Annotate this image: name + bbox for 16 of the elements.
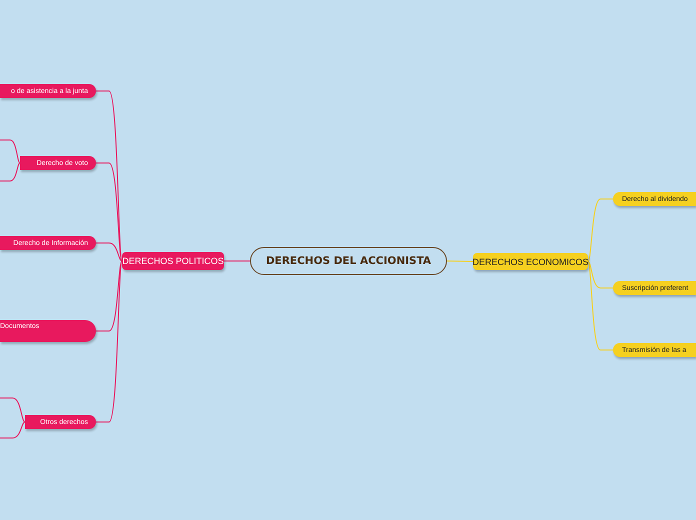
central-topic: DERECHOS DEL ACCIONISTA — [250, 247, 447, 275]
connector-line — [0, 140, 20, 164]
main-topic: DERECHOS ECONOMICOS — [473, 253, 588, 270]
connector-line — [96, 260, 122, 422]
connector-line — [224, 260, 250, 262]
connector-line — [0, 162, 20, 182]
connector-line — [0, 398, 26, 422]
main-topic: DERECHOS POLITICOS — [122, 252, 224, 270]
connector-line — [96, 260, 122, 332]
connector-line — [0, 422, 26, 438]
connector-line — [446, 260, 474, 262]
connector-line — [96, 242, 122, 262]
connector-line — [96, 162, 122, 262]
connector-line — [588, 198, 614, 262]
connector-line — [588, 261, 614, 288]
connector-line — [588, 261, 614, 350]
